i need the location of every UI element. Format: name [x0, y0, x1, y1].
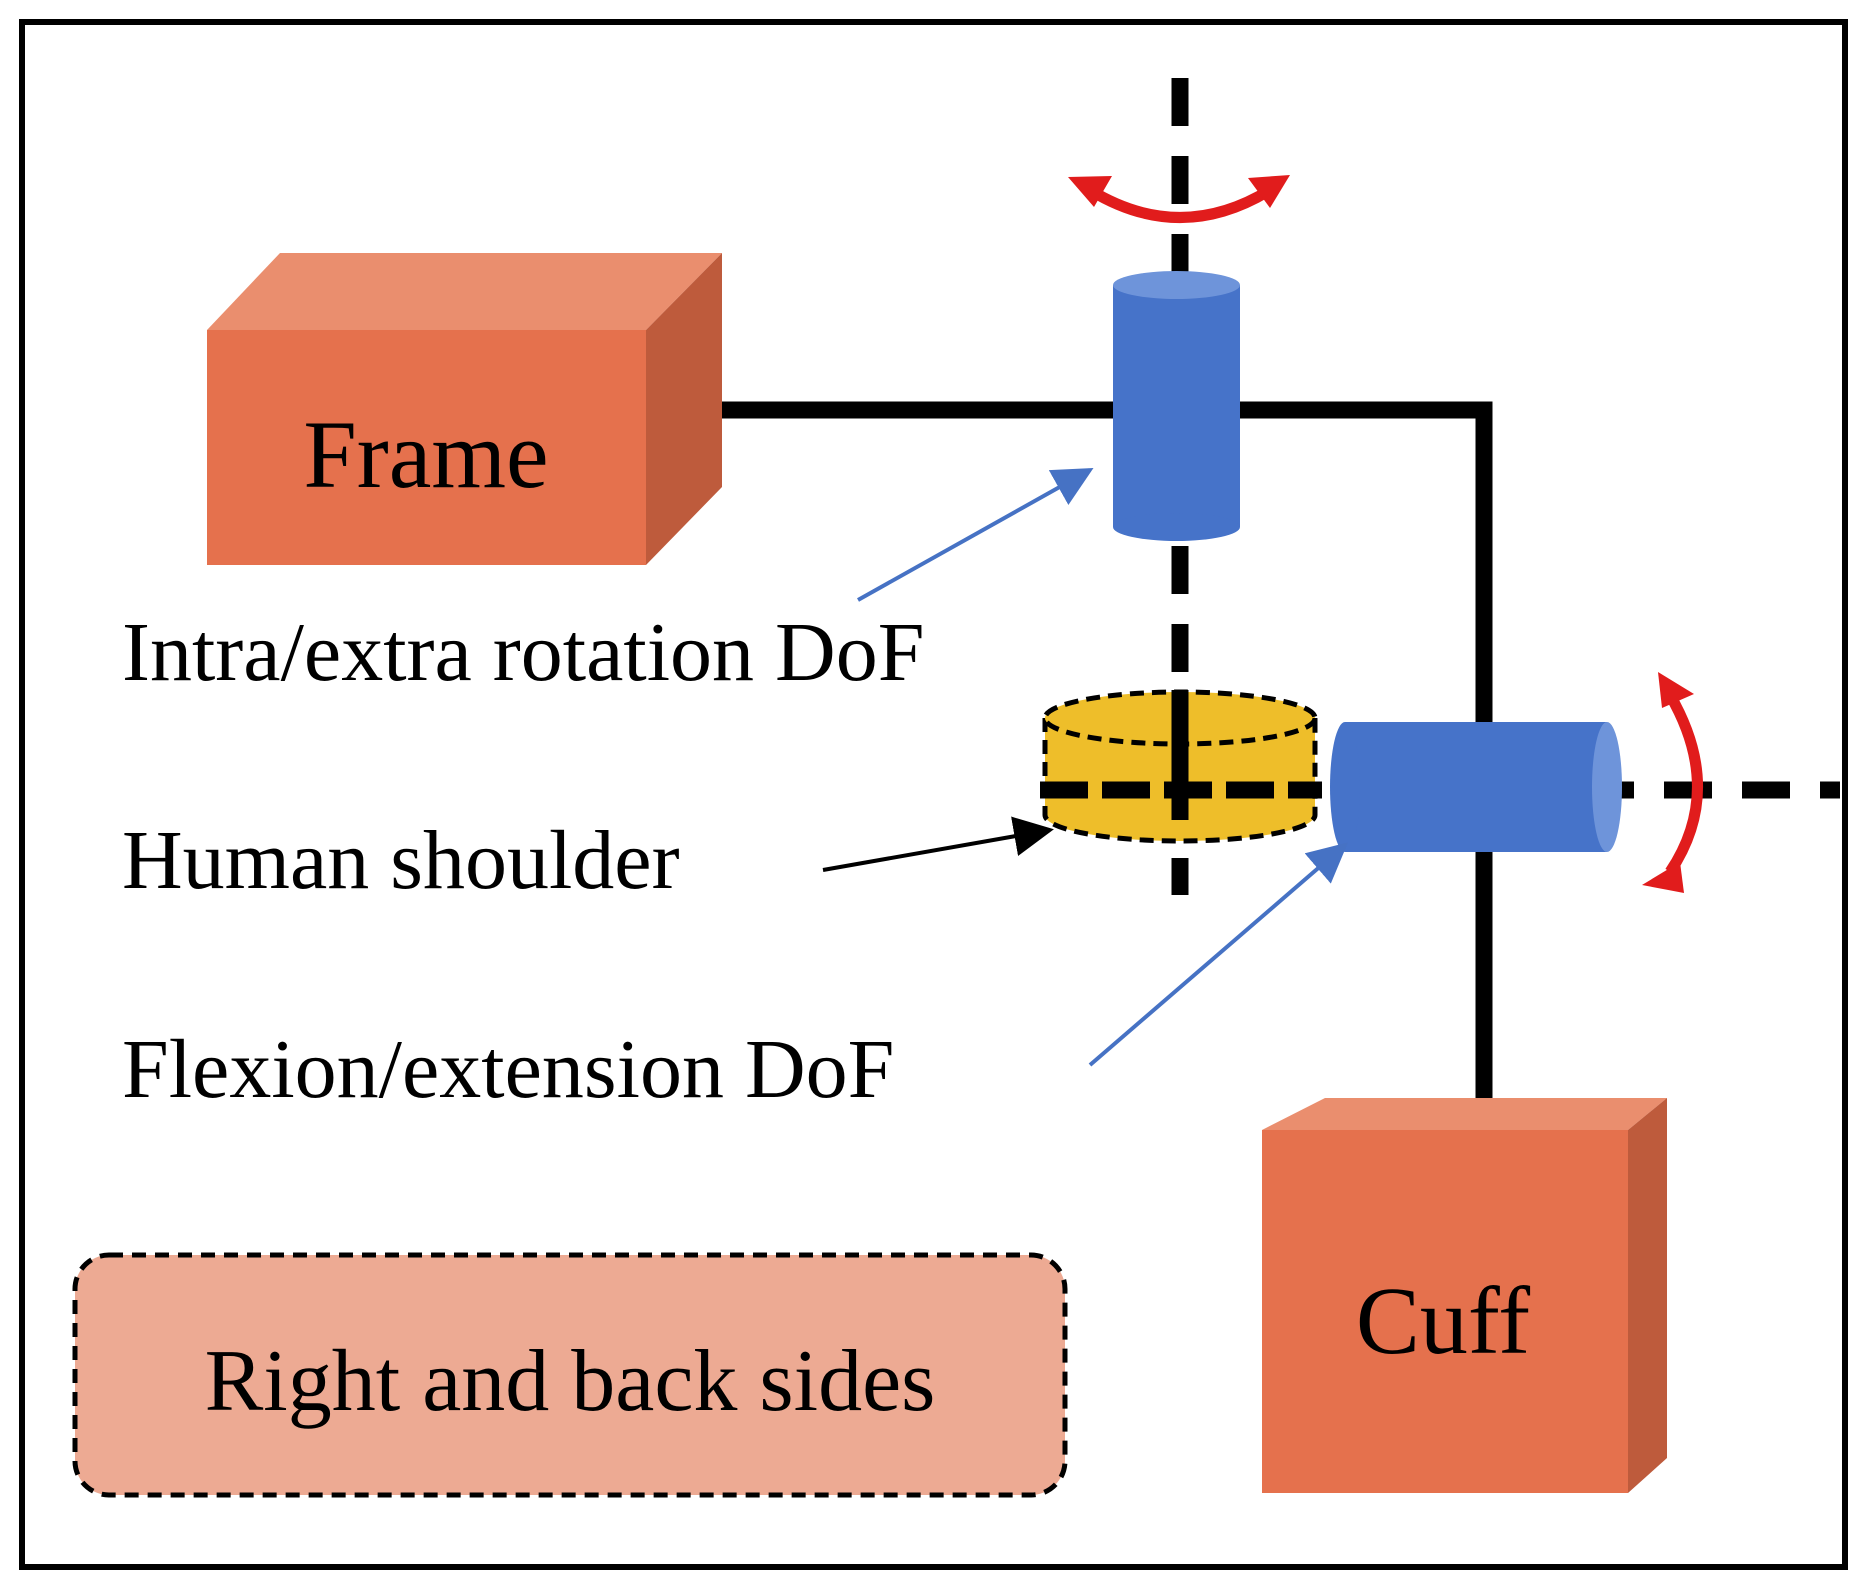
flexion-extension-joint-cylinder-icon — [1330, 722, 1622, 852]
human-shoulder-pointer-arrow — [822, 816, 1054, 872]
exoskeleton-linkage — [720, 401, 1493, 1100]
right-back-sides-label: Right and back sides — [205, 1333, 936, 1430]
frame-box — [207, 253, 722, 565]
cuff-label: Cuff — [1356, 1267, 1530, 1374]
flexion-extension-rotation-curved-double-arrow-icon — [1642, 672, 1703, 893]
frame-label: Frame — [303, 401, 548, 508]
intra-extra-rotation-label: Intra/extra rotation DoF — [122, 606, 924, 699]
flexion-extension-label: Flexion/extension DoF — [122, 1023, 894, 1116]
intra-extra-rotation-curved-double-arrow-icon — [1068, 175, 1290, 223]
intra-extra-joint-cylinder-icon — [1113, 271, 1240, 541]
flexion-extension-pointer-arrow — [1088, 842, 1349, 1067]
cuff-box — [1262, 1098, 1667, 1493]
intra-extra-pointer-arrow — [857, 468, 1094, 602]
human-shoulder-label: Human shoulder — [122, 814, 680, 907]
right-back-sides-legend-box — [72, 1252, 1068, 1498]
